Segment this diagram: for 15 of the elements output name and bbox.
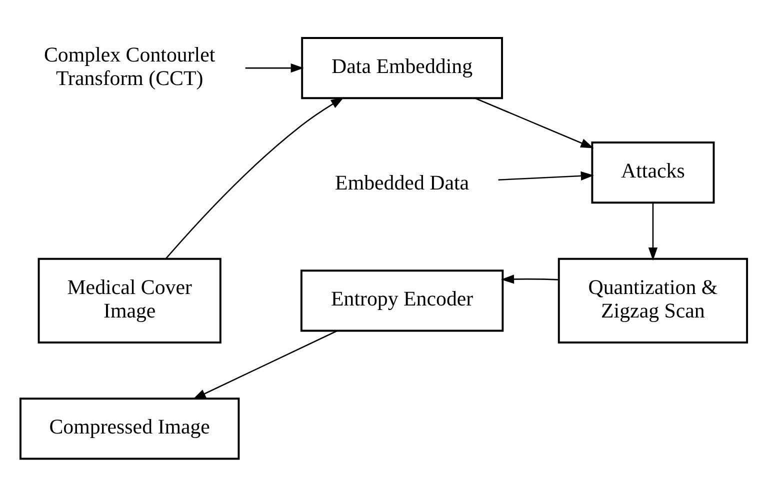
arrow [498, 170, 594, 180]
node-box: Compressed Image [20, 397, 240, 460]
arrow [500, 274, 559, 284]
node-box: Data Embedding [301, 36, 503, 99]
node-text: Complex Contourlet Transform (CCT) [44, 42, 216, 90]
node-box: Quantization & Zigzag Scan [558, 257, 748, 343]
node-box: Entropy Encoder [300, 269, 504, 332]
node-box: Attacks [591, 141, 715, 204]
arrow [192, 330, 338, 399]
arrow [474, 97, 594, 148]
node-text: Embedded Data [335, 170, 470, 194]
node-box: Medical Cover Image [38, 257, 222, 343]
arrow [245, 62, 304, 72]
arrow [648, 202, 658, 260]
arrow [166, 96, 344, 258]
